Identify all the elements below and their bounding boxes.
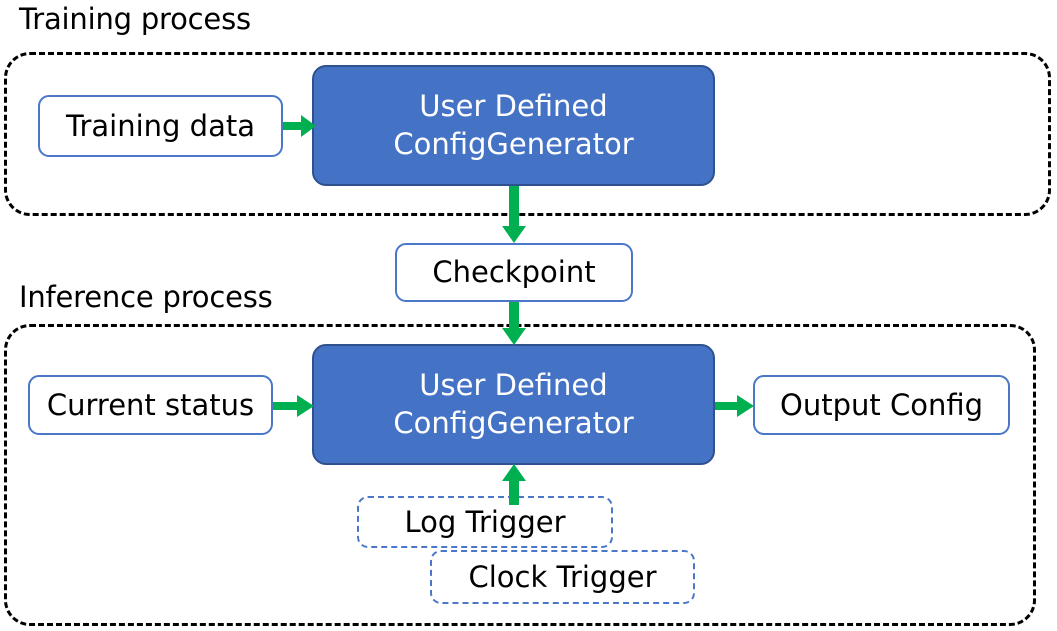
training-process-container: [4, 52, 1051, 216]
node-label-line1: User Defined: [419, 88, 608, 123]
training-process-label: Training process: [19, 2, 251, 36]
node-label-line2: ConfigGenerator: [393, 126, 634, 161]
arrow-configgenerator-to-output-config: [715, 392, 755, 420]
node-user-defined-configgenerator-training[interactable]: User Defined ConfigGenerator: [312, 65, 715, 186]
inference-process-label: Inference process: [19, 280, 273, 314]
arrow-triggers-to-configgenerator: [500, 464, 528, 506]
arrow-configgenerator-to-checkpoint: [500, 186, 528, 244]
arrow-checkpoint-to-configgenerator: [500, 302, 528, 346]
arrow-training-data-to-configgenerator: [283, 112, 317, 140]
node-training-data[interactable]: Training data: [38, 95, 283, 157]
node-label-line2: ConfigGenerator: [393, 405, 634, 440]
node-label-line1: User Defined: [419, 367, 608, 402]
node-user-defined-configgenerator-inference[interactable]: User Defined ConfigGenerator: [312, 344, 715, 465]
node-log-trigger[interactable]: Log Trigger: [357, 496, 613, 548]
node-clock-trigger[interactable]: Clock Trigger: [430, 550, 695, 604]
node-checkpoint[interactable]: Checkpoint: [395, 243, 633, 302]
arrow-current-status-to-configgenerator: [273, 392, 315, 420]
node-output-config[interactable]: Output Config: [753, 375, 1010, 435]
node-current-status[interactable]: Current status: [28, 375, 273, 435]
inference-process-container: [4, 324, 1036, 626]
